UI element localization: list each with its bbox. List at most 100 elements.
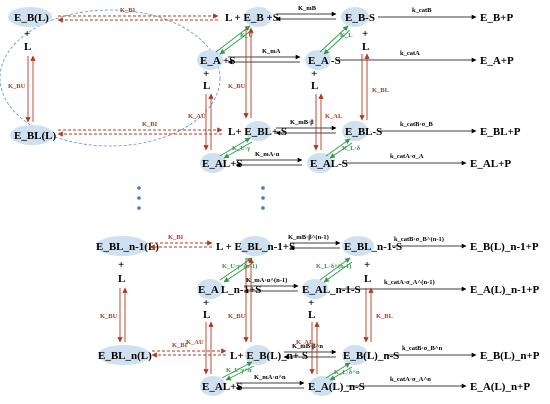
rate-KmA: K_mA: [262, 48, 281, 55]
rate-kcatA-sigma-n: k_catA·σ_A^n: [390, 376, 431, 383]
ellipsis-dot: [137, 206, 141, 210]
bg-EBLn1_L: [96, 236, 148, 256]
rate-KBI-bottom-top: K_BI: [168, 234, 184, 241]
arrow-KL: [319, 25, 349, 53]
species-EBLn_L: E_BL_n(L): [98, 350, 152, 362]
species-EBL_P: E_BL+P: [480, 126, 521, 138]
rate-KU: K_U: [240, 32, 253, 39]
rate-KBU-mid-n: K_BU: [228, 313, 246, 320]
bg-EB_S2: [341, 7, 369, 27]
plus-sign: +: [364, 259, 370, 271]
rate-KBI-bottom-bottom: K_BI: [172, 342, 188, 349]
bg-EBL_mS: [342, 121, 368, 141]
ellipsis-dot: [261, 196, 265, 200]
species-L_EBL_S: L+ E_BL+ S: [228, 126, 287, 138]
bg-EBLn_mS: [342, 345, 368, 365]
ellipsis-dot: [261, 186, 265, 190]
species-EA_minus_S: E_A -S: [308, 55, 341, 67]
plus-sign: +: [203, 68, 209, 80]
rate-KmB-beta-n1: K_mB·β^(n-1): [288, 234, 329, 241]
ellipsis-dot: [137, 186, 141, 190]
rate-KBU: K_BU: [8, 83, 26, 90]
rate-KBL: K_BL: [372, 87, 390, 94]
bg-EALn_mS: [309, 376, 335, 396]
species-EBL_L: E_BL(L): [14, 130, 57, 142]
bg-EA_S: [197, 50, 223, 70]
rate-KBU-n: K_BU: [100, 313, 118, 320]
L-sign: L: [311, 80, 318, 92]
rate-KAU-n: K_AU: [186, 339, 204, 346]
rate-KAL-n: K_AL: [296, 339, 314, 346]
rate-KBI-top: K_BI: [120, 7, 136, 14]
ellipsis-dot: [261, 206, 265, 210]
bg-EBL_S: [245, 121, 271, 141]
rate-KmA-alpha-n1: K_mA·α^(n-1): [246, 277, 287, 284]
L-sign: L: [203, 309, 210, 321]
species-EBLn_minus_S: E_B(L)_n-S: [343, 350, 399, 362]
species-EBLn1_L: E_BL_n-1(L): [96, 241, 159, 253]
arrow-KL-delta-n1-back: [323, 261, 353, 283]
plus-sign: +: [311, 68, 317, 80]
bg-EALn1_S: [197, 279, 223, 299]
species-L_EB_S: L + E_B +S: [225, 12, 279, 24]
rate-KmA-alpha-n: K_mA·α^n: [254, 374, 286, 381]
bg-EB_L: [8, 7, 52, 27]
species-EBLn1_S: E_BL_n-1-S: [344, 241, 402, 253]
plus-sign: +: [203, 297, 209, 309]
rate-KBL-n: K_BL: [376, 313, 394, 320]
rate-KAL: K_AL: [325, 113, 343, 120]
L-sign: L: [362, 41, 369, 53]
species-EALn_minus_S: E_A(L)_n-S: [308, 381, 365, 393]
rate-KL-top: K_L: [340, 32, 353, 39]
rate-KmB: K_mB: [298, 5, 317, 12]
arrow-KU-back: [219, 29, 253, 55]
bg-EBLn1_S: [239, 236, 271, 256]
arrow-KU-gamma-n-back: [225, 365, 255, 381]
arrow-KL-delta-back: [329, 142, 353, 159]
species-L_EBLn_S: L+ E_B(L)_n+ S: [230, 350, 308, 362]
species-EBLn_P: E_B(L)_n+P: [480, 350, 540, 362]
rate-KU-gamma-n1: K_U·γ^(n-1): [222, 263, 257, 270]
arrow-KL-back: [323, 29, 351, 55]
L-sign: L: [118, 273, 125, 285]
species-EAL_S: E_AL+S: [202, 158, 243, 170]
rate-KAU: K_AU: [188, 113, 206, 120]
bg-EALn1_mS: [302, 279, 328, 299]
arrow-KU-gamma-n: [221, 361, 253, 379]
species-L_EBLn1_S: L + E_BL_n-1+S: [216, 241, 295, 253]
rate-kcatB-sigma-n: k_catB·σ_B^n: [402, 345, 443, 352]
species-EB_P: E_B+P: [480, 12, 513, 24]
rate-KL-delta: K_L·δ: [342, 145, 361, 152]
rate-kcatB-sigma-n1: k_catB·σ_B^(n-1): [394, 236, 444, 243]
rate-KBU-mid: K_BU: [228, 83, 246, 90]
bg-EBLn_S: [245, 345, 271, 365]
species-EALn_P: E_A(L)_n+P: [470, 381, 530, 393]
species-EAL_P: E_AL+P: [470, 158, 511, 170]
arrow-KU-gamma-n1: [219, 257, 253, 281]
rate-kcatA-sigma-n1: k_catA·σ_A^(n-1): [384, 279, 435, 286]
species-EB_L: E_B(L): [14, 12, 49, 24]
rate-KL-delta-n: K_L·δ^n: [334, 369, 360, 376]
rate-kcatA: k_catA: [400, 50, 420, 57]
arrow-KL-delta-n-back: [329, 366, 353, 381]
rate-KmA-alpha: K_mA·α: [255, 151, 280, 158]
species-EALn1_minus_S: E_AL_n-1-S: [302, 284, 361, 296]
L-sign: L: [308, 309, 315, 321]
L-sign: L: [24, 41, 31, 53]
bg-EAL_S2: [200, 376, 226, 396]
bg-EAL_S: [200, 153, 226, 173]
species-EALn1_P: E_A(L)_n-1+P: [470, 284, 539, 296]
species-EBLn1_P: E_B(L)_n-1+P: [470, 241, 539, 253]
L-sign: L: [203, 80, 210, 92]
ellipsis-dot: [137, 196, 141, 200]
species-EAL_minus_S: E_AL-S: [310, 158, 348, 170]
arrow-KU-gamma: [219, 137, 251, 157]
L-sign: L: [364, 273, 371, 285]
rate-kcatB: k_catB: [412, 7, 432, 14]
rate-KU-gamma-n: K_U·γ^n: [226, 367, 252, 374]
species-EA_P: E_A+P: [480, 55, 514, 67]
rate-KmB-beta: K_mB·β: [290, 119, 314, 126]
species-EAL_S-bottom: E_AL+S: [202, 381, 243, 393]
rate-kcatA-sigmaA: k_catA·σ_A: [390, 153, 424, 160]
